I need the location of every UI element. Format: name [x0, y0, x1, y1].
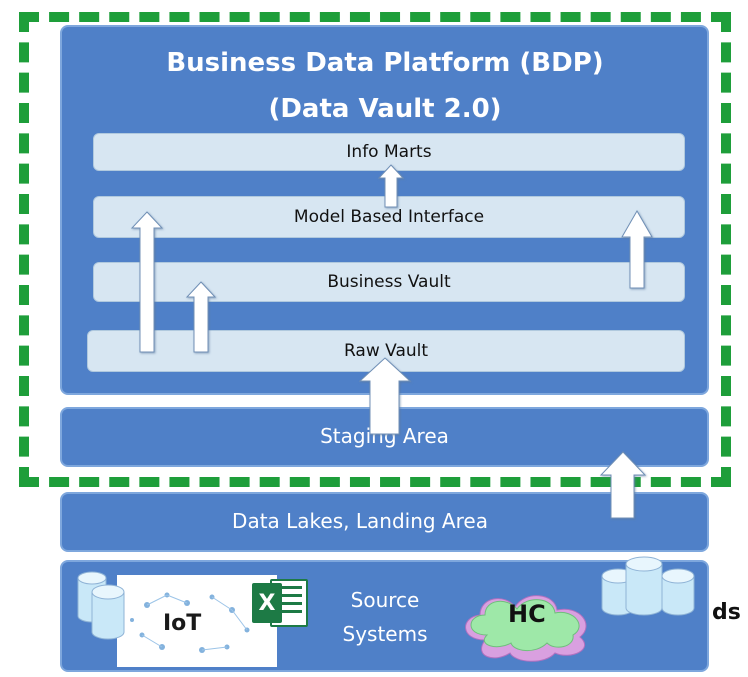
data-lakes-box	[60, 492, 709, 552]
layer-model-interface-label: Model Based Interface	[293, 207, 485, 227]
data-lakes-label: Data Lakes, Landing Area	[232, 509, 488, 533]
cloud-icon	[465, 595, 587, 662]
source-systems-label: Source Systems	[342, 588, 428, 646]
iot-label: IoT	[163, 611, 202, 636]
arrow-staging-to-raw-icon	[358, 357, 412, 435]
iot-network-icon	[130, 592, 259, 653]
excel-letter: X	[252, 583, 282, 623]
iot-image: IoT	[117, 575, 277, 667]
cloud-label: HC	[508, 600, 546, 628]
arrow-lakes-to-staging-icon	[599, 451, 647, 519]
database-cylinders-left-icon	[77, 571, 125, 640]
arrow-raw-to-model-icon	[130, 211, 164, 353]
layer-business-vault-label: Business Vault	[327, 272, 451, 292]
database-cylinders-right-icon	[601, 556, 695, 616]
arrow-model-to-info-icon	[377, 164, 405, 208]
layer-info-marts-label: Info Marts	[346, 142, 432, 162]
platform-title: Business Data Platform (BDP)	[166, 48, 604, 78]
cut-off-text: ds	[712, 600, 741, 625]
layer-raw-vault-label: Raw Vault	[343, 341, 429, 361]
platform-subtitle: (Data Vault 2.0)	[268, 94, 502, 124]
platform-boundary	[19, 12, 731, 487]
excel-icon: X	[252, 575, 312, 631]
layer-info-marts: Info Marts	[93, 133, 685, 171]
arrow-business-to-model-icon	[621, 209, 653, 289]
arrow-raw-to-business-icon	[185, 281, 217, 353]
